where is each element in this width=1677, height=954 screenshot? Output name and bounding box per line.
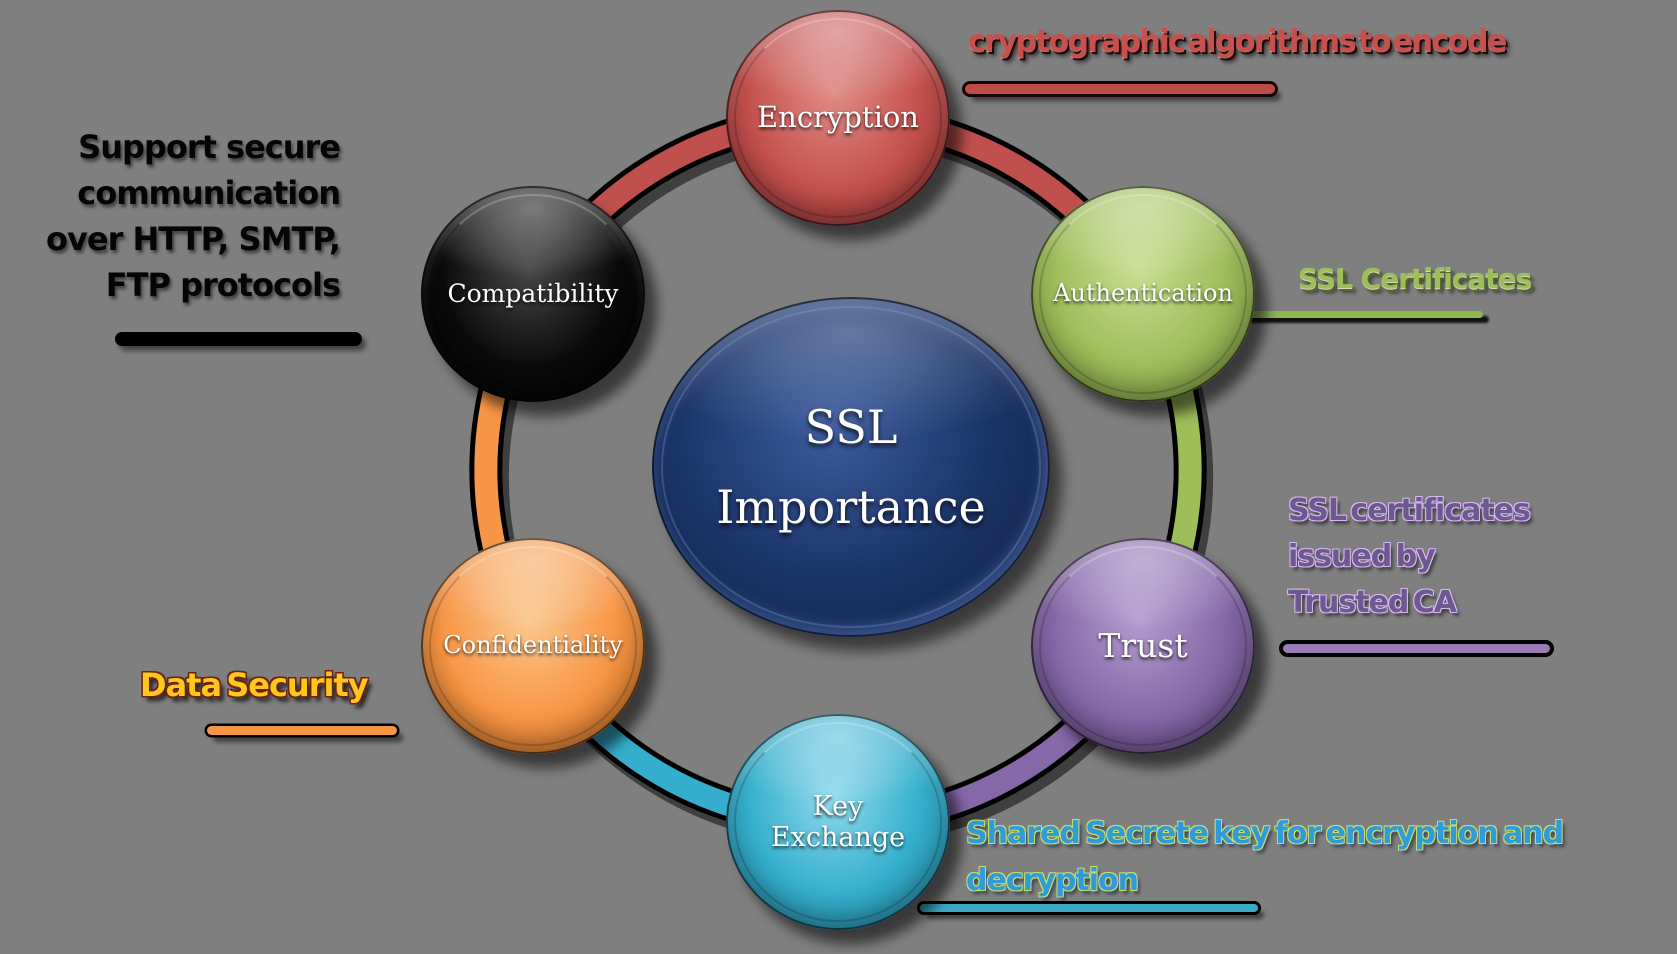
annotation-encryption: cryptographic algorithms to encode xyxy=(968,24,1507,59)
annotation-confidentiality: Data Security xyxy=(140,666,369,704)
annotation-confidentiality-line-1: Data Security xyxy=(140,666,369,704)
annotation-key-exchange-line-2: decryption xyxy=(966,863,1139,898)
hub-ssl-importance: SSL Importance xyxy=(652,297,1050,637)
annotation-compatibility: Support secure communication over HTTP, … xyxy=(0,124,341,308)
node-compatibility: Compatibility xyxy=(421,186,645,402)
annotation-key-exchange: Shared Secrete key for encryption and de… xyxy=(966,810,1564,904)
underline-encryption xyxy=(965,84,1275,94)
hub-title-line-1: SSL xyxy=(804,400,898,454)
underline-authentication xyxy=(1243,311,1483,318)
annotation-encryption-line-1: cryptographic algorithms to encode xyxy=(968,24,1507,59)
annotation-compatibility-line-3: over HTTP, SMTP, xyxy=(46,220,341,258)
annotation-compatibility-line-4: FTP protocols xyxy=(105,266,341,304)
annotation-compatibility-line-2: communication xyxy=(77,174,341,212)
node-key-exchange: Key Exchange xyxy=(726,714,950,930)
annotation-trust-line-2: issued by xyxy=(1288,539,1436,574)
annotation-authentication: SSL Certificates xyxy=(1298,262,1532,295)
node-trust: Trust xyxy=(1031,538,1255,754)
hub-title-line-2: Importance xyxy=(716,480,986,534)
annotation-key-exchange-line-1: Shared Secrete key for encryption and xyxy=(966,816,1564,851)
underline-confidentiality xyxy=(207,726,397,735)
annotation-trust-line-1: SSL certificates xyxy=(1288,493,1531,528)
node-encryption-label: Encryption xyxy=(757,100,919,135)
node-confidentiality: Confidentiality xyxy=(421,538,645,754)
node-authentication: Authentication xyxy=(1031,186,1255,402)
annotation-trust: SSL certificates issued by Trusted CA xyxy=(1288,488,1531,626)
node-encryption: Encryption xyxy=(726,10,950,226)
underline-compatibility xyxy=(115,332,362,346)
node-authentication-label: Authentication xyxy=(1053,279,1233,308)
annotation-compatibility-line-1: Support secure xyxy=(78,128,341,166)
underline-key-exchange xyxy=(920,904,1258,912)
annotation-authentication-line-1: SSL Certificates xyxy=(1298,262,1532,295)
node-confidentiality-label: Confidentiality xyxy=(443,631,623,660)
node-key-exchange-label: Key Exchange xyxy=(770,790,906,853)
annotation-trust-line-3: Trusted CA xyxy=(1288,585,1457,620)
node-compatibility-label: Compatibility xyxy=(447,278,619,308)
node-trust-label: Trust xyxy=(1098,626,1188,666)
underline-trust xyxy=(1283,644,1550,653)
